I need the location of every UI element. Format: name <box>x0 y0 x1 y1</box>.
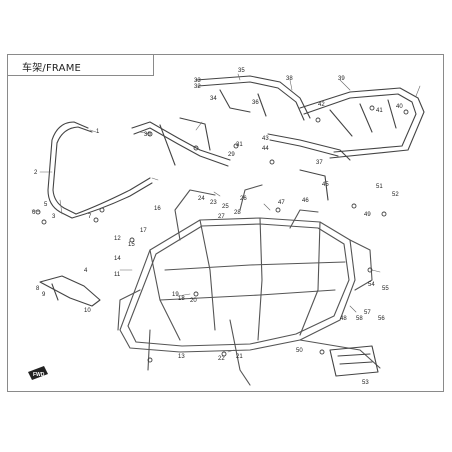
callout-6: 6 <box>32 210 36 216</box>
callout-5: 5 <box>44 202 48 208</box>
callout-27: 27 <box>218 214 225 220</box>
callout-56: 56 <box>378 316 385 322</box>
callout-14: 14 <box>114 256 121 262</box>
callout-54: 54 <box>368 282 375 288</box>
diagram-sheet: 车架/FRAME <box>7 54 444 392</box>
callout-labels: 1 2 3 4 5 6 7 8 9 10 11 12 13 14 15 16 1… <box>32 68 403 386</box>
callout-53: 53 <box>362 380 369 386</box>
diagram-title: 车架/FRAME <box>22 63 82 74</box>
title-box: 车架/FRAME <box>8 55 154 76</box>
callout-41: 41 <box>376 108 383 114</box>
callout-28: 28 <box>234 210 241 216</box>
callout-13: 13 <box>178 354 185 360</box>
callout-26: 26 <box>240 196 247 202</box>
callout-34: 34 <box>210 96 217 102</box>
callout-15: 15 <box>128 242 135 248</box>
callout-7: 7 <box>88 214 92 220</box>
callout-39: 39 <box>338 76 345 82</box>
callout-47: 47 <box>278 200 285 206</box>
callout-19: 19 <box>172 292 179 298</box>
callout-58: 58 <box>356 316 363 322</box>
callout-42: 42 <box>318 102 325 108</box>
callout-51: 51 <box>376 184 383 190</box>
callout-16: 16 <box>154 206 161 212</box>
callout-12: 12 <box>114 236 121 242</box>
front-mount-bracket <box>39 275 101 307</box>
callout-17: 17 <box>140 228 147 234</box>
callout-9: 9 <box>42 292 46 298</box>
main-frame <box>117 184 381 386</box>
callout-45: 45 <box>322 182 329 188</box>
callout-1: 1 <box>96 129 100 135</box>
callout-29: 29 <box>228 152 235 158</box>
upper-brace <box>131 117 231 167</box>
callout-50: 50 <box>296 348 303 354</box>
callout-8: 8 <box>36 286 40 292</box>
callout-22: 22 <box>218 356 225 362</box>
callout-4: 4 <box>84 268 88 274</box>
callout-31: 31 <box>236 142 243 148</box>
callout-33: 33 <box>194 78 201 84</box>
callout-46: 46 <box>302 198 309 204</box>
callout-25: 25 <box>222 204 229 210</box>
forward-label: FWD <box>33 372 45 378</box>
mid-brace <box>267 133 351 201</box>
callout-44: 44 <box>262 146 269 152</box>
callout-49: 49 <box>364 212 371 218</box>
leader-lines <box>31 73 421 353</box>
callout-48: 48 <box>340 316 347 322</box>
callout-21: 21 <box>236 354 243 360</box>
callout-3: 3 <box>52 214 56 220</box>
callout-52: 52 <box>392 192 399 198</box>
callout-2: 2 <box>34 170 38 176</box>
callout-18: 18 <box>178 296 185 302</box>
callout-20: 20 <box>190 298 197 304</box>
callout-38: 38 <box>286 76 293 82</box>
callout-30: 30 <box>144 132 151 138</box>
roll-bar-top <box>195 75 311 121</box>
callout-55: 55 <box>382 286 389 292</box>
front-bumper-tube <box>47 121 153 219</box>
skid-bracket <box>329 345 379 377</box>
fasteners <box>35 105 409 363</box>
callout-43: 43 <box>262 136 269 142</box>
forward-marker: FWD <box>28 366 48 380</box>
callout-24: 24 <box>198 196 205 202</box>
callout-11: 11 <box>114 272 121 278</box>
callout-36: 36 <box>252 100 259 106</box>
callout-40: 40 <box>396 104 403 110</box>
callout-37: 37 <box>316 160 323 166</box>
rear-rack <box>299 87 425 159</box>
callout-23: 23 <box>210 200 217 206</box>
callout-57: 57 <box>364 310 371 316</box>
callout-35: 35 <box>238 68 245 74</box>
callout-10: 10 <box>84 308 91 314</box>
callout-32: 32 <box>194 84 201 90</box>
